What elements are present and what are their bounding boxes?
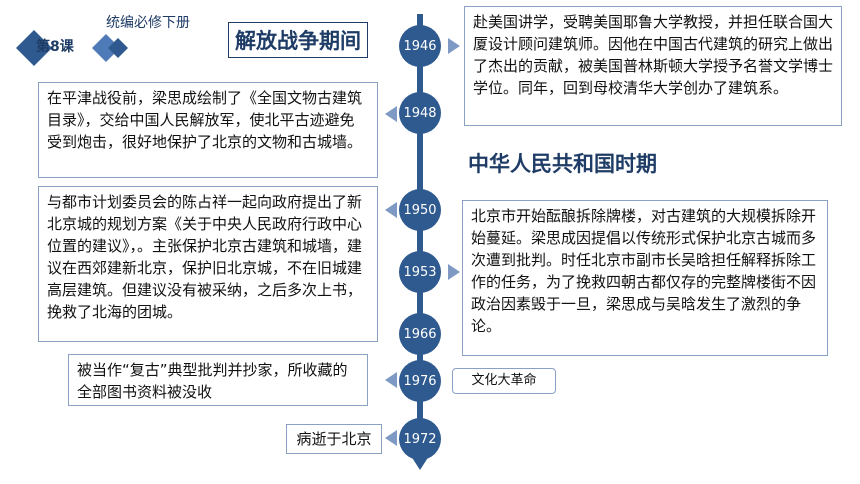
- arrow-1946-icon: [448, 38, 460, 54]
- textbook-label: 统编必修下册: [106, 15, 190, 31]
- arrow-1948-icon: [385, 106, 397, 122]
- lesson-label: 第8课: [36, 39, 74, 55]
- event-1976-tag: 文化大革命: [452, 368, 556, 394]
- year-node-1948: 1948: [399, 92, 441, 134]
- year-node-1950: 1950: [399, 189, 441, 231]
- year-node-1946: 1946: [399, 25, 441, 67]
- arrow-1972-icon: [385, 430, 397, 446]
- year-node-1972: 1972: [399, 418, 441, 460]
- event-1948-box: 在平津战役前，梁思成绘制了《全国文物古建筑目录》，交给中国人民解放军，使北平古迹…: [38, 82, 378, 178]
- year-node-1966: 1966: [399, 313, 441, 355]
- timeline-line: [417, 14, 423, 460]
- event-1946-box: 赴美国讲学，受聘美国耶鲁大学教授，并担任联合国大厦设计顾问建筑师。因他在中国古代…: [464, 6, 842, 126]
- era-war-title: 解放战争期间: [228, 22, 368, 58]
- year-node-1953: 1953: [399, 251, 441, 293]
- event-1972-box: 病逝于北京: [286, 424, 382, 454]
- arrow-1953-icon: [448, 264, 460, 280]
- era-prc-title: 中华人民共和国时期: [468, 152, 657, 176]
- year-node-1976: 1976: [399, 360, 441, 402]
- arrow-1966-icon: [385, 372, 397, 388]
- arrow-1950-icon: [385, 202, 397, 218]
- lesson-badge-area: 第8课: [14, 28, 134, 66]
- event-1953-box: 北京市开始酝酿拆除牌楼，对古建筑的大规模拆除开始蔓延。梁思成因提倡以传统形式保护…: [462, 200, 828, 356]
- event-1966-box: 被当作“复古”典型批判并抄家，所收藏的全部图书资料被没收: [68, 354, 368, 406]
- event-1950-box: 与都市计划委员会的陈占祥一起向政府提出了新北京城的规划方案《关于中央人民政府行政…: [38, 186, 378, 342]
- diamond-decoration-icon: [16, 30, 128, 66]
